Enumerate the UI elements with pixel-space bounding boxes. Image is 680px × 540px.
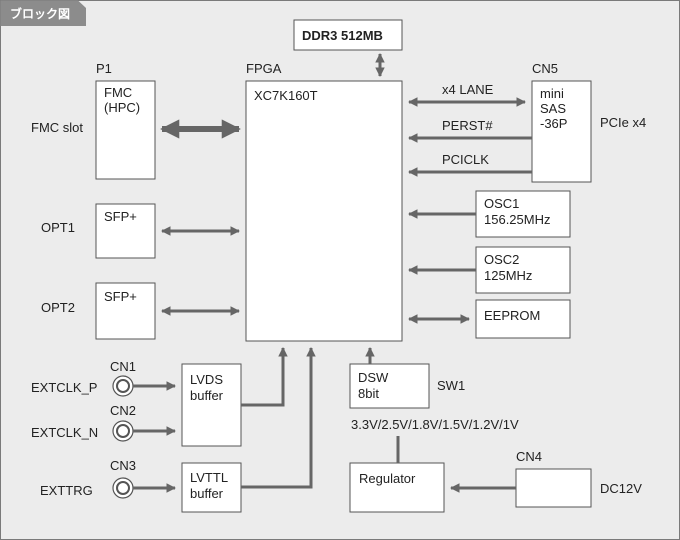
lvttl-label-line2: buffer [190, 486, 224, 501]
perst-label: PERST# [442, 118, 493, 133]
fpga-header: FPGA [246, 61, 282, 76]
fmc-slot-label: FMC slot [31, 120, 83, 135]
arrow-lvds-fpga [241, 347, 288, 407]
lvds-label-line1: LVDS [190, 372, 223, 387]
extclk-p-label: EXTCLK_P [31, 380, 97, 395]
cn4-block [515, 468, 592, 508]
osc1-label-line2: 156.25MHz [484, 212, 550, 227]
title-tab: ブロック図 [0, 0, 86, 26]
osc2-block: OSC2 125MHz [475, 246, 571, 294]
cn5-block: mini SAS -36P [531, 80, 592, 183]
sfp2-label: SFP+ [104, 289, 137, 304]
connector-cn1 [112, 375, 134, 397]
cn1-label: CN1 [110, 359, 136, 374]
dsw-block: DSW 8bit [349, 363, 430, 409]
cn3-label: CN3 [110, 458, 136, 473]
opt2-label: OPT2 [41, 300, 75, 315]
ddr3-block: DDR3 512MB [293, 19, 403, 51]
exttrg-label: EXTTRG [40, 483, 93, 498]
connector-cn2 [112, 420, 134, 442]
pcie-label: PCIe x4 [600, 115, 646, 130]
regulator-label: Regulator [359, 471, 416, 486]
cn5-label-line1: mini [540, 86, 564, 101]
sw1-label: SW1 [437, 378, 465, 393]
voltages-label: 3.3V/2.5V/1.8V/1.5V/1.2V/1V [351, 417, 519, 432]
lvttl-block: LVTTL buffer [181, 462, 242, 513]
lvds-block: LVDS buffer [181, 363, 242, 447]
title-tab-label: ブロック図 [10, 6, 70, 21]
sfp1-block: SFP+ [95, 203, 156, 259]
sfp1-label: SFP+ [104, 209, 137, 224]
cn4-header: CN4 [516, 449, 542, 464]
lvttl-label-line1: LVTTL [190, 470, 228, 485]
cn5-label-line3: -36P [540, 116, 567, 131]
x4-lane-label: x4 LANE [442, 82, 494, 97]
pciclk-label: PCICLK [442, 152, 489, 167]
extclk-n-label: EXTCLK_N [31, 425, 98, 440]
dc12v-label: DC12V [600, 481, 642, 496]
cn5-label-line2: SAS [540, 101, 566, 116]
osc1-block: OSC1 156.25MHz [475, 190, 571, 238]
fpga-label: XC7K160T [254, 88, 318, 103]
osc2-label-line2: 125MHz [484, 268, 532, 283]
lvds-label-line2: buffer [190, 388, 224, 403]
cn2-label: CN2 [110, 403, 136, 418]
fmc-header: P1 [96, 61, 112, 76]
arrow-lvttl-fpga [241, 347, 316, 489]
dsw-label-line2: 8bit [358, 386, 379, 401]
eeprom-block: EEPROM [475, 299, 571, 339]
ddr3-label: DDR3 512MB [302, 28, 383, 43]
fmc-block: FMC (HPC) [95, 80, 156, 180]
fmc-label-line1: FMC [104, 85, 132, 100]
dsw-label-line1: DSW [358, 370, 389, 385]
sfp2-block: SFP+ [95, 282, 156, 340]
osc2-label-line1: OSC2 [484, 252, 519, 267]
regulator-block: Regulator [349, 462, 445, 513]
cn5-header: CN5 [532, 61, 558, 76]
fmc-label-line2: (HPC) [104, 100, 140, 115]
osc1-label-line1: OSC1 [484, 196, 519, 211]
fpga-block: XC7K160T [245, 80, 403, 342]
eeprom-label: EEPROM [484, 308, 540, 323]
connector-cn3 [112, 477, 134, 499]
opt1-label: OPT1 [41, 220, 75, 235]
